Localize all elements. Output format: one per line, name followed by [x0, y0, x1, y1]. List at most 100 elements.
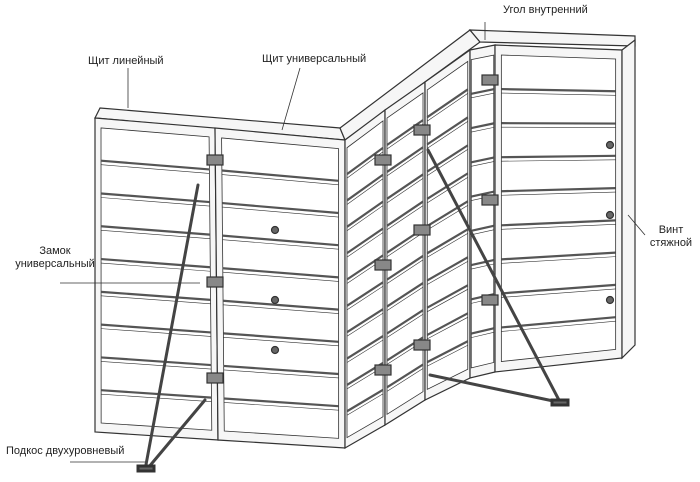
panel-rib-edge [386, 313, 424, 338]
panel-rib [101, 389, 212, 399]
panel-rib-edge [427, 149, 468, 176]
tie-screw-icon [605, 140, 615, 150]
panel-rib [346, 281, 384, 307]
panel-rib [501, 251, 616, 261]
panel-rib [386, 282, 424, 308]
panel-rib-edge [346, 339, 384, 363]
label-inner-corner: Угол внутренний [503, 4, 588, 16]
panel-rib-edge [471, 229, 494, 236]
panel-rib [346, 200, 384, 228]
angled-panel-1-frame [346, 120, 384, 439]
angled-panel-2-frame [386, 92, 424, 416]
panel-rib-edge [386, 205, 424, 231]
panel-rib [101, 323, 211, 334]
universal-lock-icon [206, 154, 224, 166]
panel-rib-edge [221, 174, 339, 186]
panel-rib [471, 122, 494, 130]
tie-screw-icon [270, 295, 280, 305]
leader-universal-panel [281, 67, 301, 131]
panel-rib-edge [427, 121, 468, 149]
panel-rib-edge [386, 178, 424, 204]
panel-rib-edge [501, 159, 616, 162]
panel-rib-edge [471, 92, 494, 99]
panel-rib-edge [346, 205, 384, 232]
universal-lock-icon [206, 372, 224, 384]
panel-rib [222, 267, 339, 279]
universal-lock-icon [481, 194, 499, 206]
label-tie-screw: Винт стяжной [645, 224, 697, 250]
panel-rib-edge [223, 402, 339, 411]
panel-rib [426, 116, 469, 146]
panel-rib [346, 335, 384, 360]
label-universal-panel: Щит универсальный [262, 53, 367, 65]
panel-rib-edge [222, 271, 339, 282]
panel-rib [222, 299, 339, 311]
panel-rib-edge [427, 205, 468, 231]
tie-screw-icon [270, 225, 280, 235]
panel-rib-edge [427, 345, 468, 367]
brace-base-right [550, 398, 570, 407]
label-universal-lock-line1: Замок [39, 245, 71, 257]
panel-rib [386, 309, 424, 335]
panel-rib-edge [222, 206, 339, 218]
universal-lock-icon [206, 276, 224, 288]
brace-base-left [136, 464, 156, 473]
universal-lock-icon [374, 259, 392, 271]
panel-rib-edge [101, 328, 211, 337]
panel-rib-edge [386, 286, 424, 311]
panel-rib-edge [471, 263, 494, 270]
universal-lock-icon [374, 154, 392, 166]
panel-rib [346, 388, 384, 413]
panel-rib [471, 190, 494, 198]
panel-rib [346, 308, 384, 334]
panel-rib [223, 332, 339, 343]
universal-panel-right-frame [500, 54, 617, 362]
tie-screw-icon [605, 295, 615, 305]
back-panel-top-edge [468, 29, 636, 47]
panel-rib-edge [346, 232, 384, 258]
panel-rib-edge [386, 151, 424, 177]
brace-lower-left [146, 398, 207, 470]
panel-rib-edge [501, 191, 616, 196]
panel-rib-edge [427, 317, 468, 340]
panel-rib [426, 144, 469, 173]
panel-rib-edge [501, 320, 616, 332]
panel-rib [346, 146, 384, 175]
brace-upper-left [143, 183, 200, 472]
panel-rib [501, 219, 616, 227]
inner-corner-frame [470, 54, 495, 369]
panel-rib [426, 284, 469, 309]
panel-rib-edge [427, 289, 468, 312]
panel-rib [386, 119, 424, 146]
universal-lock-icon [374, 364, 392, 376]
panel-rib-edge [427, 261, 468, 285]
panel-rib-edge [101, 229, 211, 239]
panel-rib [386, 200, 424, 227]
panel-rib [100, 192, 210, 204]
panel-rib [346, 173, 384, 202]
panel-rib-edge [223, 369, 339, 379]
universal-lock-icon [413, 339, 431, 351]
panel-rib [471, 224, 494, 232]
panel-rib [386, 254, 424, 281]
tie-screw-icon [605, 210, 615, 220]
label-two-level-brace: Подкос двухуровневый [6, 445, 125, 457]
linear-panel-frame [100, 127, 213, 431]
right-panel-side [621, 38, 636, 360]
panel-rib-edge [346, 286, 384, 311]
panel-rib-edge [100, 164, 210, 174]
panel-rib-edge [501, 92, 616, 96]
universal-lock-icon [481, 294, 499, 306]
panel-rib-edge [223, 304, 339, 314]
panel-rib [100, 159, 210, 171]
panel-rib [471, 156, 494, 164]
panel-rib-edge [471, 127, 494, 133]
panel-rib-edge [101, 295, 211, 305]
label-tie-screw-line2: стяжной [649, 237, 693, 249]
panel-rib-edge [501, 256, 616, 264]
panel-rib-edge [386, 259, 424, 284]
panel-rib [471, 88, 494, 95]
panel-rib-edge [346, 393, 384, 416]
universal-lock-icon [413, 224, 431, 236]
